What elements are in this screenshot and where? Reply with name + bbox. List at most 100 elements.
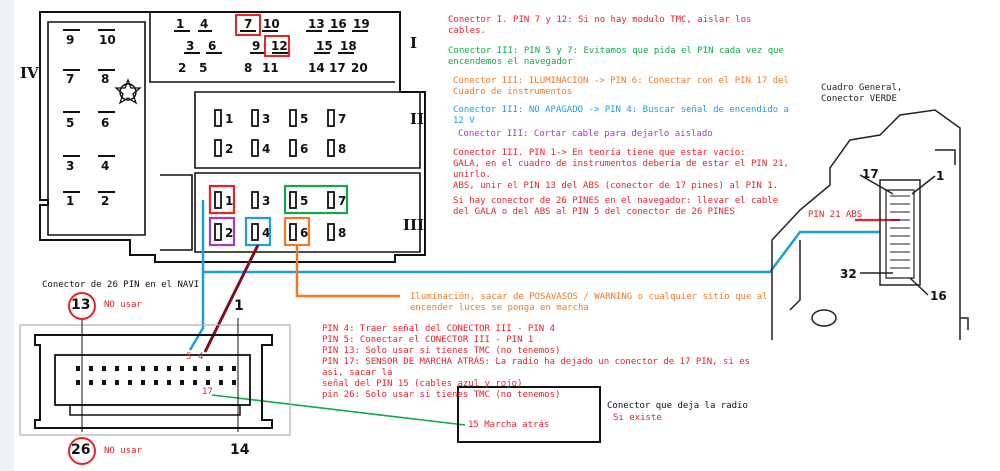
cuadro-connector — [771, 109, 969, 340]
svg-text:4: 4 — [262, 226, 270, 240]
svg-text:15: 15 — [316, 39, 333, 53]
highlight-III-pin5-7 — [283, 184, 349, 215]
star-key-icon — [114, 78, 142, 105]
svg-text:2: 2 — [101, 194, 109, 208]
radio-box-subtitle: Si existe — [613, 413, 662, 423]
highlight-III-pin2 — [208, 216, 236, 247]
note-navi-pins: PIN 4: Traer señal del CONECTOR III - PI… — [322, 324, 751, 400]
svg-text:11: 11 — [262, 61, 279, 75]
roman-II: II — [410, 110, 424, 128]
note-26-pines: Si hay conector de 26 PINES en el navega… — [453, 196, 779, 217]
highlight-III-pin1 — [208, 184, 236, 215]
navi-pin13: 13 — [71, 297, 91, 313]
connector-I-row3: 2 5 8 11 14 17 20 — [178, 61, 368, 75]
cuadro-pin1: 1 — [936, 169, 944, 183]
wire-blue-abs — [201, 200, 880, 274]
note-connector-I: Conector I. PIN 7 y 12: Si no hay modulo… — [448, 15, 757, 36]
navi-no-usar-bottom: NO usar — [104, 446, 142, 456]
svg-text:3: 3 — [186, 39, 194, 53]
note-connector-III-pin1: Conector III. PIN 1-> En teoría tiene qu… — [453, 148, 789, 191]
wire-blue-navi5 — [188, 272, 205, 351]
svg-text:2: 2 — [225, 226, 233, 240]
note-no-apagado: Conector III: NO APAGADO -> PIN 4: Busca… — [453, 105, 789, 126]
roman-I: I — [410, 34, 417, 52]
svg-text:1: 1 — [225, 194, 233, 208]
navi-pin14: 14 — [230, 442, 250, 458]
navi-pin5: 5 — [186, 352, 192, 362]
svg-text:6: 6 — [300, 226, 308, 240]
wire-green-marcha-atras — [211, 394, 466, 426]
svg-text:14: 14 — [308, 61, 325, 75]
svg-text:5: 5 — [199, 61, 207, 75]
svg-text:9: 9 — [66, 33, 74, 47]
svg-text:7: 7 — [338, 112, 346, 126]
connector-IV: 9 10 7 8 5 6 3 4 1 2 — [63, 29, 116, 208]
svg-text:20: 20 — [351, 61, 368, 75]
pin-label: 7 — [244, 17, 252, 31]
connector-I-row2: 3 6 9 12 15 18 — [186, 39, 357, 53]
connector-I-row1: 1 4 7 10 13 16 19 — [176, 17, 370, 31]
svg-text:1: 1 — [66, 194, 74, 208]
cuadro-pin17: 17 — [862, 167, 879, 181]
connector-II: 1 3 5 7 2 4 6 8 — [214, 109, 346, 157]
svg-text:3: 3 — [66, 159, 74, 173]
svg-text:8: 8 — [338, 226, 346, 240]
svg-text:17: 17 — [329, 61, 346, 75]
connector-III: 1 3 5 7 2 4 6 8 — [208, 184, 349, 247]
navi-pin4: 4 — [198, 352, 204, 362]
highlight-pin-7 — [235, 14, 261, 36]
pin-label: 13 — [308, 17, 325, 31]
cuadro-title: Cuadro General, Conector VERDE — [821, 83, 903, 104]
cuadro-pin32: 32 — [840, 267, 857, 281]
iso-connector — [39, 11, 426, 263]
svg-text:8: 8 — [101, 72, 109, 86]
cuadro-pin21-abs: PIN 21 ABS — [808, 210, 863, 220]
svg-text:4: 4 — [101, 159, 109, 173]
svg-text:2: 2 — [225, 142, 233, 156]
svg-text:3: 3 — [262, 112, 270, 126]
svg-text:6: 6 — [300, 142, 308, 156]
svg-text:1: 1 — [225, 112, 233, 126]
navi-26pin-connector — [19, 292, 291, 465]
svg-text:18: 18 — [340, 39, 357, 53]
navi-no-usar-top: NO usar — [104, 300, 142, 310]
svg-text:6: 6 — [208, 39, 216, 53]
wire-orange-iluminacion — [295, 245, 400, 298]
radio-connector-box — [457, 386, 601, 443]
svg-text:7: 7 — [338, 194, 346, 208]
svg-text:5: 5 — [300, 112, 308, 126]
note-iluminacion-posavasos: Iluminación, sacar de POSAVASOS / WARNIN… — [410, 292, 768, 313]
svg-text:10: 10 — [99, 33, 116, 47]
cuadro-pin16: 16 — [930, 289, 947, 303]
pin-label: 16 — [330, 17, 347, 31]
svg-text:6: 6 — [101, 116, 109, 130]
radio-box-pin15: 15 Marcha atrás — [468, 420, 550, 430]
navi-pin17: 17 — [202, 387, 213, 397]
svg-text:5: 5 — [66, 116, 74, 130]
roman-IV: IV — [20, 64, 39, 82]
roman-III: III — [403, 216, 424, 234]
svg-text:12: 12 — [271, 39, 288, 53]
svg-text:2: 2 — [178, 61, 186, 75]
radio-box-title: Conector que deja la radio — [607, 401, 748, 411]
svg-text:8: 8 — [338, 142, 346, 156]
highlight-pin-12 — [264, 35, 290, 57]
navi-title: Conector de 26 PIN en el NAVI — [42, 280, 200, 290]
pin-label: 19 — [353, 17, 370, 31]
pin-label: 4 — [200, 17, 208, 31]
pin-label: 1 — [176, 17, 184, 31]
note-connector-III-5-7: Conector III: PIN 5 y 7: Evitamos que pi… — [448, 46, 784, 67]
navi-pin1: 1 — [234, 298, 244, 314]
note-iluminacion: Conector III: ILUMINACION -> PIN 6: Cone… — [453, 76, 789, 97]
svg-text:8: 8 — [244, 61, 252, 75]
svg-text:4: 4 — [262, 142, 270, 156]
note-cortar-cable: Conector III: Cortar cable para dejarlo … — [458, 129, 713, 139]
svg-text:7: 7 — [66, 72, 74, 86]
navi-pin26: 26 — [71, 442, 91, 458]
svg-text:5: 5 — [300, 194, 308, 208]
svg-text:3: 3 — [262, 194, 270, 208]
svg-text:9: 9 — [252, 39, 260, 53]
pin-label: 10 — [263, 17, 280, 31]
